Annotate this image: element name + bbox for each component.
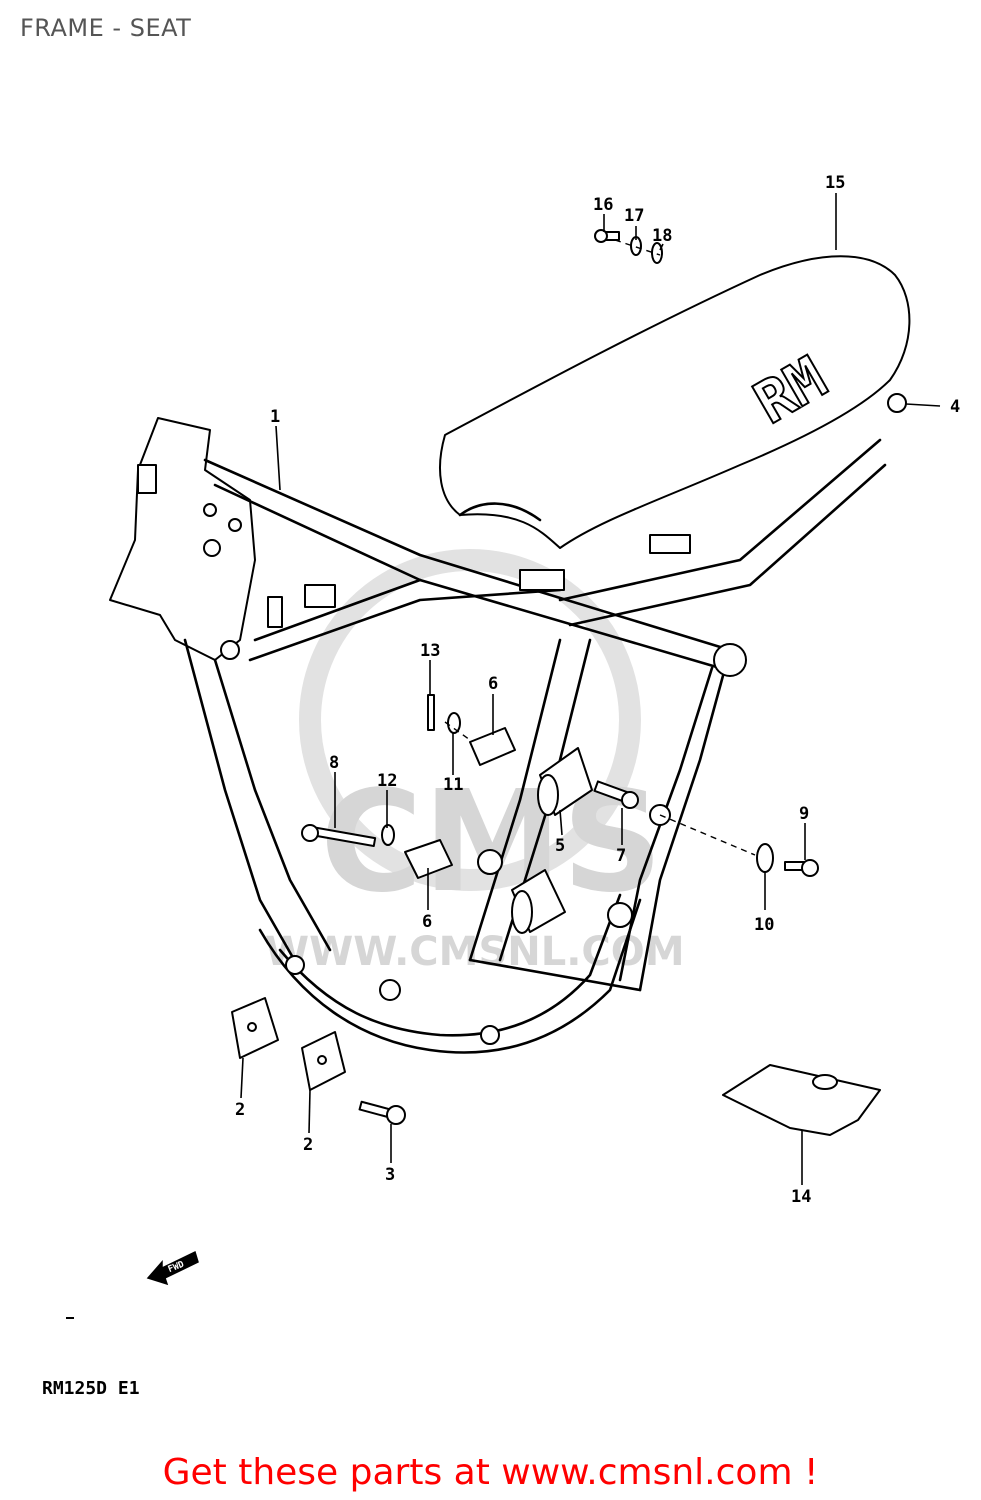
frame-part-1[interactable] [109, 417, 887, 1054]
label-part-10: 10 [754, 915, 774, 935]
page-title: FRAME - SEAT [20, 14, 192, 42]
label-part-14: 14 [791, 1187, 811, 1207]
label-part-2b: 2 [303, 1135, 313, 1155]
label-part-13: 13 [420, 641, 440, 661]
nut-part-4[interactable] [887, 393, 907, 413]
washer-part-10[interactable] [756, 843, 774, 873]
watermark-url-text: WWW.CMSNL.COM [265, 929, 685, 975]
label-part-18: 18 [652, 226, 672, 246]
washer-part-18[interactable] [651, 242, 663, 264]
bushing-lower [511, 869, 566, 934]
washer-part-12[interactable] [381, 824, 395, 846]
forward-arrow-icon: FWD [146, 1250, 199, 1286]
label-part-12: 12 [377, 771, 397, 791]
label-part-3: 3 [385, 1165, 395, 1185]
bolt-part-7[interactable] [593, 780, 639, 809]
label-part-15: 15 [825, 173, 845, 193]
plate-part-2a[interactable] [231, 997, 279, 1059]
promo-link[interactable]: Get these parts at www.cmsnl.com ! [162, 1452, 819, 1493]
label-part-1: 1 [270, 407, 280, 427]
label-part-17: 17 [624, 206, 644, 226]
bolt-part-13[interactable] [427, 694, 435, 731]
label-part-8: 8 [329, 753, 339, 773]
bolt-part-16[interactable] [594, 229, 620, 243]
bolt-part-8[interactable] [301, 824, 377, 848]
collar-part-6b[interactable] [404, 839, 453, 879]
bushing-part-5[interactable] [537, 747, 593, 816]
label-part-6a: 6 [488, 674, 498, 694]
plate-part-2b[interactable] [301, 1031, 346, 1091]
label-part-7: 7 [616, 846, 626, 866]
washer-part-11[interactable] [447, 712, 461, 734]
bolt-part-3[interactable] [358, 1100, 406, 1125]
label-part-9: 9 [799, 804, 809, 824]
label-part-11: 11 [443, 775, 463, 795]
label-part-6b: 6 [422, 912, 432, 932]
cover-part-14[interactable] [722, 1064, 881, 1136]
label-part-5: 5 [555, 836, 565, 856]
bolt-part-9[interactable] [784, 859, 819, 877]
label-part-16: 16 [593, 195, 613, 215]
part-labels: 16 17 18 15 4 1 13 6 8 12 11 5 7 9 10 6 … [235, 173, 960, 1207]
model-code: RM125D E1 [42, 1378, 140, 1399]
leader-lines [240, 193, 941, 1185]
label-part-2a: 2 [235, 1100, 245, 1120]
label-part-4: 4 [950, 397, 960, 417]
seat-part-15[interactable]: RM [439, 255, 911, 549]
